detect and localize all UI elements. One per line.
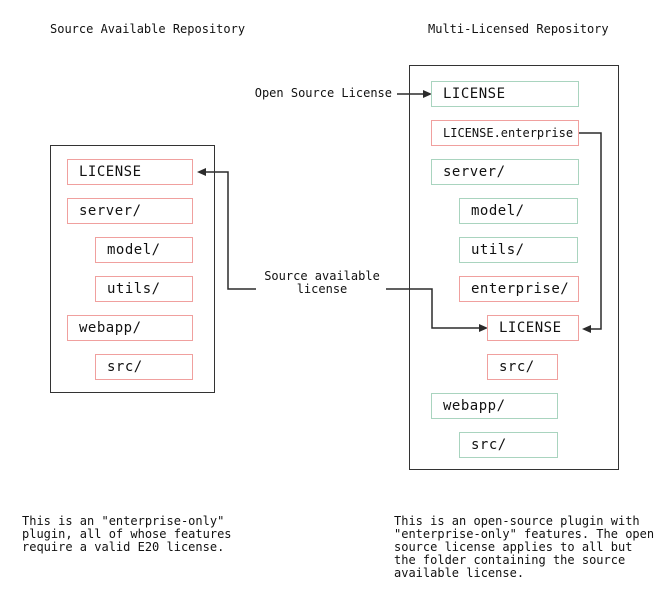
right-file-box-server: server/ xyxy=(431,159,579,185)
right-file-box-utils: utils/ xyxy=(459,237,578,263)
left-file-box-model: model/ xyxy=(95,237,193,263)
right-file-box-license: LICENSE xyxy=(431,81,579,107)
source-available-license-label-line2: license xyxy=(296,282,348,296)
source-available-license-label: Source available license xyxy=(252,270,392,296)
left-repo-outline xyxy=(50,145,215,393)
right-repo-outline xyxy=(409,65,619,470)
left-file-box-utils: utils/ xyxy=(95,276,193,302)
right-file-box-enterprise-src: src/ xyxy=(487,354,558,380)
left-file-box-webapp: webapp/ xyxy=(67,315,193,341)
left-file-box-license: LICENSE xyxy=(67,159,193,185)
right-file-box-inner-license: LICENSE xyxy=(487,315,579,341)
right-file-box-enterprise: enterprise/ xyxy=(459,276,579,302)
right-repo-caption: This is an open-source plugin with "ente… xyxy=(394,514,655,580)
right-repo-title: Multi-Licensed Repository xyxy=(428,22,609,36)
left-repo-caption: This is an "enterprise-only" plugin, all… xyxy=(22,514,232,554)
right-file-box-model: model/ xyxy=(459,198,578,224)
left-file-box-src: src/ xyxy=(95,354,193,380)
left-file-box-server: server/ xyxy=(67,198,193,224)
left-repo-title: Source Available Repository xyxy=(50,22,246,36)
right-file-box-webapp: webapp/ xyxy=(431,393,558,419)
source-available-license-label-line1: Source available xyxy=(264,269,380,283)
right-file-box-webapp-src: src/ xyxy=(459,432,558,458)
right-file-box-license-enterprise: LICENSE.enterprise xyxy=(431,120,579,146)
open-source-license-label: Open Source License xyxy=(254,86,392,100)
